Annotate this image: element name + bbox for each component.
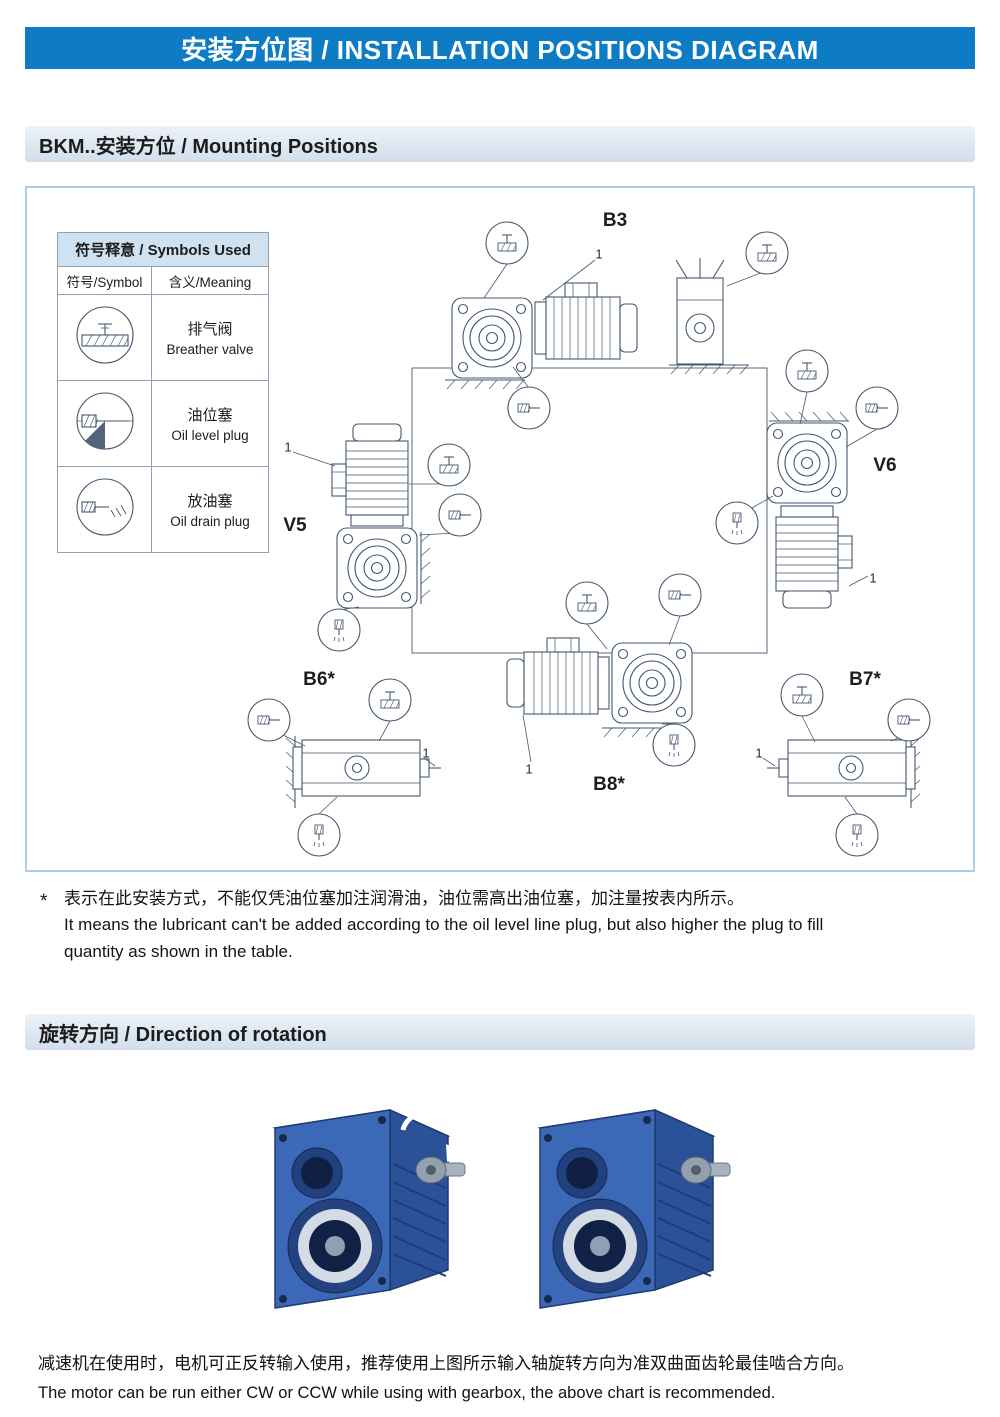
callout-drain-v5 — [317, 608, 361, 652]
position-label-b8: B8* — [593, 774, 625, 795]
mounting-diagram-drawing — [247, 221, 931, 857]
assembly-v6 — [715, 349, 899, 609]
gearbox-photo-left — [274, 1107, 470, 1309]
rotation-photos — [0, 1072, 1000, 1320]
mounting-heading-text: BKM..安装方位 / Mounting Positions — [39, 135, 378, 158]
gearbox-photo-right — [539, 1109, 731, 1309]
section-rotation-heading: 旋转方向 / Direction of rotation — [25, 1014, 975, 1050]
assembly-b7 — [762, 673, 931, 857]
callout-level-v6 — [855, 386, 899, 430]
ref-number: 1 — [595, 246, 603, 262]
rotation-heading-text: 旋转方向 / Direction of rotation — [39, 1023, 327, 1046]
oil-level-plug-icon — [57, 380, 152, 467]
symbols-col-symbol: 符号/Symbol — [57, 266, 152, 295]
gearbox-photos-drawing — [274, 1107, 731, 1309]
oil-drain-plug-icon — [57, 466, 152, 553]
callout-breather-b7 — [780, 673, 824, 717]
callout-breather-b6 — [368, 678, 412, 722]
meaning-en: Oil drain plug — [170, 514, 250, 529]
callout-breather-top-right — [745, 231, 789, 275]
footnote-zh: 表示在此安装方式，不能仅凭油位塞加注润滑油，油位需高出油位塞，加注量按表内所示。 — [64, 889, 744, 908]
symbols-table-title: 符号释意 / Symbols Used — [57, 232, 269, 267]
table-row: 放油塞 Oil drain plug — [57, 466, 269, 553]
footnote: * 表示在此安装方式，不能仅凭油位塞加注润滑油，油位需高出油位塞，加注量按表内所… — [40, 886, 960, 965]
assembly-b8 — [506, 573, 702, 767]
meaning-en: Breather valve — [166, 342, 254, 357]
callout-breather-v5 — [427, 443, 471, 487]
page-title-bar: 安装方位图 / INSTALLATION POSITIONS DIAGRAM — [25, 27, 975, 69]
meaning-en: Oil level plug — [171, 428, 249, 443]
ref-number: 1 — [525, 761, 533, 777]
symbols-col-meaning: 含义/Meaning — [151, 266, 269, 295]
footnote-text: 表示在此安装方式，不能仅凭油位塞加注润滑油，油位需高出油位塞，加注量按表内所示。… — [64, 886, 823, 965]
ref-number: 1 — [755, 745, 763, 761]
callout-level-b7 — [887, 698, 931, 742]
bottom-note-zh: 减速机在使用时，电机可正反转输入使用，推荐使用上图所示输入轴旋转方向为准双曲面齿… — [38, 1354, 854, 1373]
assembly-b6 — [247, 678, 442, 857]
bottom-note: 减速机在使用时，电机可正反转输入使用，推荐使用上图所示输入轴旋转方向为准双曲面齿… — [38, 1350, 968, 1407]
ref-number: 1 — [422, 745, 430, 761]
ref-number: 1 — [284, 439, 292, 455]
callout-drain-v6 — [715, 501, 759, 545]
callout-level-b3 — [507, 386, 551, 430]
callout-level-b6 — [247, 698, 291, 742]
meaning-zh: 油位塞 — [187, 407, 233, 424]
meaning-zh: 排气阀 — [187, 321, 233, 338]
callout-drain-b8 — [652, 723, 696, 767]
callout-level-b8 — [658, 573, 702, 617]
assembly-top-right — [668, 231, 789, 375]
callout-drain-b6 — [297, 813, 341, 857]
symbols-table: 符号释意 / Symbols Used 符号/Symbol 含义/Meaning — [57, 232, 269, 553]
footnote-en-line2: quantity as shown in the table. — [64, 941, 293, 961]
position-label-v5: V5 — [283, 515, 307, 536]
assembly-b3 — [444, 221, 638, 430]
position-label-v6: V6 — [873, 455, 897, 476]
breather-valve-icon — [57, 294, 152, 381]
bottom-note-en: The motor can be run either CW or CCW wh… — [38, 1383, 776, 1402]
mounting-diagram: 符号释意 / Symbols Used 符号/Symbol 含义/Meaning — [25, 186, 975, 872]
footnote-en-line1: It means the lubricant can't be added ac… — [64, 915, 824, 935]
table-row: 油位塞 Oil level plug — [57, 380, 269, 467]
callout-drain-b7 — [835, 813, 879, 857]
page-title: 安装方位图 / INSTALLATION POSITIONS DIAGRAM — [181, 34, 819, 65]
assembly-v5 — [292, 423, 482, 652]
callout-level-v5 — [438, 493, 482, 537]
callout-breather-b3 — [485, 221, 529, 265]
footnote-marker: * — [40, 891, 48, 912]
section-mounting-heading: BKM..安装方位 / Mounting Positions — [25, 126, 975, 162]
position-label-b7: B7* — [849, 669, 881, 690]
callout-breather-v6 — [785, 349, 829, 393]
ref-number: 1 — [869, 570, 877, 586]
table-row: 排气阀 Breather valve — [57, 294, 269, 381]
meaning-zh: 放油塞 — [187, 493, 233, 510]
callout-breather-b8 — [565, 581, 609, 625]
position-label-b6: B6* — [303, 669, 335, 690]
position-label-b3: B3 — [602, 210, 628, 231]
